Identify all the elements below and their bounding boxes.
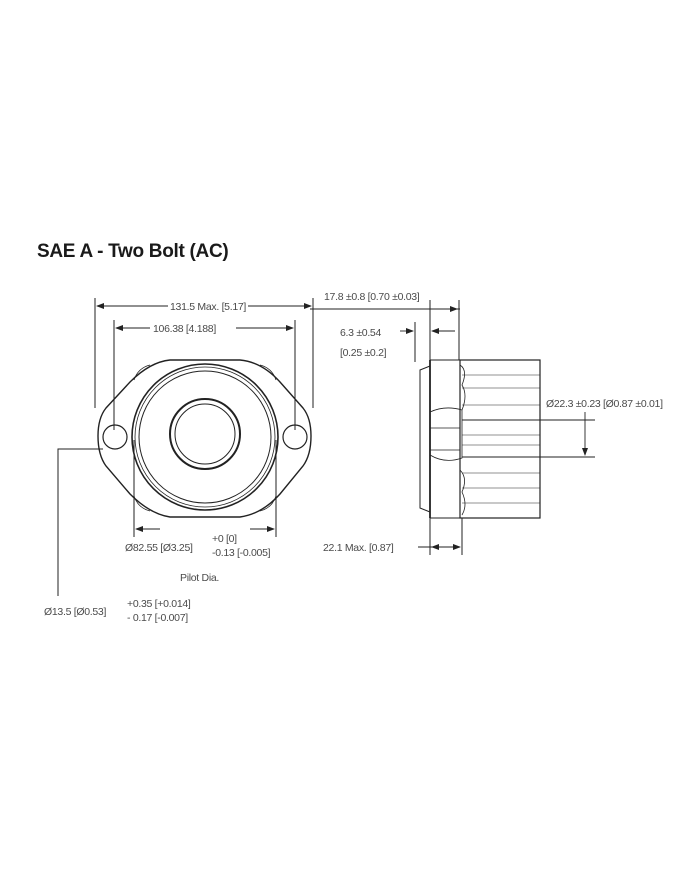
flange-to-face-label: 17.8 ±0.8 [0.70 ±0.03] [324,291,420,303]
bolt-spacing-label: 106.38 [4.188] [153,323,216,335]
overall-depth-label: 22.1 Max. [0.87] [323,542,394,554]
side-view [310,300,595,555]
pilot-caption: Pilot Dia. [180,572,219,584]
pilot-tol-minus: -0.13 [-0.005] [212,547,271,559]
bolt-tol-plus: +0.35 [+0.014] [127,598,191,610]
pilot-tol-plus: +0 [0] [212,533,237,545]
overall-width-label: 131.5 Max. [5.17] [170,301,246,313]
bolt-tol-minus: - 0.17 [-0.007] [127,612,188,624]
pilot-depth-label: 6.3 ±0.54 [340,327,381,339]
shaft-dia-label: Ø22.3 ±0.23 [Ø0.87 ±0.01] [546,398,663,410]
front-view [57,298,314,596]
pilot-dia-label: Ø82.55 [Ø3.25] [125,542,193,554]
diagram-title: SAE A - Two Bolt (AC) [37,241,229,262]
pilot-depth-inch-label: [0.25 ±0.2] [340,347,387,359]
bolt-hole-dia-label: Ø13.5 [Ø0.53] [44,606,106,618]
